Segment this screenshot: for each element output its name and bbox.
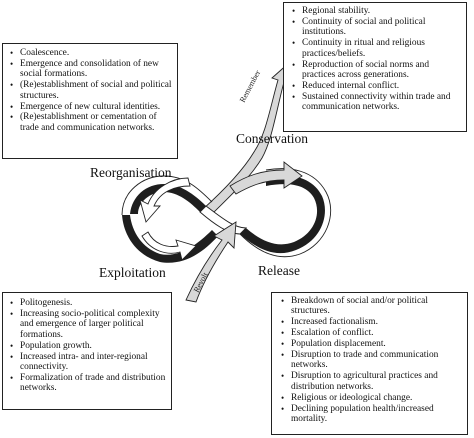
exploitation-box: Politogenesis. Increasing socio-politica… xyxy=(2,292,172,410)
conservation-label: Conservation xyxy=(236,131,308,146)
list-item: Formalization of trade and distribution … xyxy=(8,373,166,394)
conservation-arrow xyxy=(229,161,303,195)
reorganisation-swirl-arrow xyxy=(139,177,191,223)
list-item: Sustained connectivity within trade and … xyxy=(290,92,461,113)
list-item: Breakdown of social and/or political str… xyxy=(279,296,462,317)
list-item: Emergence and consolidation of new socia… xyxy=(8,59,172,80)
list-item: Escalation of conflict. xyxy=(279,328,462,339)
loop-right-dark xyxy=(240,175,325,254)
list-item: Emergence of new cultural identities. xyxy=(8,102,172,113)
loop-right-outline xyxy=(239,168,332,258)
list-item: (Re)establishment of social and politica… xyxy=(8,80,172,101)
release-list: Breakdown of social and/or political str… xyxy=(279,296,462,424)
reorganisation-list: Coalescence. Emergence and consolidation… xyxy=(8,48,172,133)
list-item: Increased intra- and inter-regional conn… xyxy=(8,352,166,373)
loop-left-lower xyxy=(122,215,218,263)
list-item: Population growth. xyxy=(8,341,166,352)
exploitation-swirl-arrow xyxy=(141,231,197,261)
list-item: Politogenesis. xyxy=(8,298,166,309)
list-item: Disruption to agricultural practices and… xyxy=(279,371,462,392)
list-item: Reduced internal conflict. xyxy=(290,81,461,92)
conservation-box: Regional stability. Continuity of social… xyxy=(283,2,467,132)
reorganisation-label: Reorganisation xyxy=(90,165,172,180)
remember-label: Remember xyxy=(238,68,263,104)
exploitation-label: Exploitation xyxy=(99,265,166,280)
conservation-list: Regional stability. Continuity of social… xyxy=(290,6,461,113)
list-item: Population displacement. xyxy=(279,339,462,350)
list-item: Increased factionalism. xyxy=(279,317,462,328)
list-item: Reproduction of social norms and practic… xyxy=(290,60,461,81)
loop-left-outline xyxy=(121,175,213,216)
release-label: Release xyxy=(258,263,300,278)
list-item: Disruption to trade and communication ne… xyxy=(279,350,462,371)
list-item: (Re)establishment or cementation of trad… xyxy=(8,112,172,133)
loop-left-upper xyxy=(130,184,206,214)
list-item: Increasing socio-political complexity an… xyxy=(8,309,166,340)
list-item: Religious or ideological change. xyxy=(279,393,462,404)
reorganisation-box: Coalescence. Emergence and consolidation… xyxy=(2,43,178,159)
list-item: Declining population health/increased mo… xyxy=(279,404,462,425)
revolt-arrow xyxy=(185,221,237,303)
exploitation-list: Politogenesis. Increasing socio-politica… xyxy=(8,298,166,394)
release-box: Breakdown of social and/or political str… xyxy=(271,292,468,435)
list-item: Continuity in ritual and religious pract… xyxy=(290,38,461,59)
list-item: Continuity of social and political insti… xyxy=(290,17,461,38)
list-item: Regional stability. xyxy=(290,6,461,17)
list-item: Coalescence. xyxy=(8,48,172,59)
